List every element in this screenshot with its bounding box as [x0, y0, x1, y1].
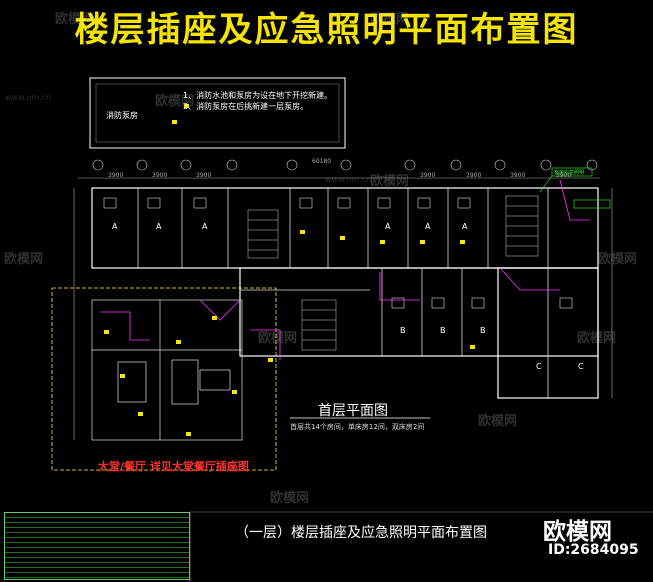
pump-room-outline — [89, 77, 346, 149]
bathroom-fixtures — [103, 197, 573, 309]
watermark-url-1: www.om.cn — [5, 93, 52, 102]
dimension-label-5: 3900 — [420, 172, 436, 179]
dimension-label-6: 3900 — [466, 172, 482, 179]
watermark-8: 欧模网 — [577, 331, 617, 346]
room-letter-10: C — [536, 362, 542, 371]
room-letter-2: A — [156, 222, 162, 231]
dimension-label-3: 3900 — [196, 172, 212, 179]
green-note-label: 客房应急照明 — [554, 170, 585, 176]
drawing-title: 楼层插座及应急照明平面布置图 — [74, 10, 579, 50]
watermark-10: 欧模网 — [270, 491, 310, 506]
legend-table — [4, 512, 190, 580]
model-id: ID:2684095 — [548, 542, 639, 558]
watermark-7: 欧模网 — [258, 331, 298, 346]
watermark-2: 欧模网 — [370, 12, 410, 27]
site-logo: 欧模网 — [543, 519, 612, 545]
building-walls — [91, 187, 599, 399]
watermark-6: 欧模网 — [598, 252, 638, 267]
watermark-1: 欧模网 — [55, 12, 95, 27]
watermark-url-2: www.om.cn — [325, 175, 372, 184]
room-letter-1: A — [112, 222, 118, 231]
room-letter-5: A — [425, 222, 431, 231]
dimension-label-1: 3900 — [108, 172, 124, 179]
pump-room-inner — [95, 83, 340, 143]
room-letter-3: A — [202, 222, 208, 231]
green-annotations — [539, 167, 611, 209]
room-letter-9: B — [480, 326, 486, 335]
design-notes: 1、消防水池和泵房为设在地下开挖新建。 2、消防泵房在后挑新建一层泵房。 — [183, 90, 332, 112]
lobby-dashed-region — [51, 287, 277, 471]
bottom-caption: （一层）楼层插座及应急照明平面布置图 — [235, 525, 487, 541]
lobby-interior — [91, 299, 243, 441]
plan-title: 首层平面图 — [318, 403, 388, 419]
room-letter-11: C — [578, 362, 584, 371]
room-letter-6: A — [462, 222, 468, 231]
dimension-label-4: 60180 — [312, 158, 332, 165]
dimension-label-7: 3900 — [510, 172, 526, 179]
note-line-1: 1、消防水池和泵房为设在地下开挖新建。 — [183, 91, 333, 100]
note-line-2: 2、消防泵房在后挑新建一层泵房。 — [183, 102, 309, 111]
watermark-5: 欧模网 — [4, 252, 44, 267]
watermark-9: 欧模网 — [478, 414, 518, 429]
stairs — [247, 195, 539, 351]
lobby-detail-note: 大堂/餐厅 详见大堂餐厅插座图 — [98, 460, 249, 473]
grid-bubbles — [92, 159, 598, 171]
yellow-device-symbols — [104, 104, 475, 436]
dimension-label-8: 3900 — [556, 172, 572, 179]
room-partitions — [137, 188, 549, 398]
magenta-wiring — [100, 179, 590, 360]
room-letter-7: B — [400, 326, 406, 335]
room-letter-4: A — [385, 222, 391, 231]
room-letter-8: B — [440, 326, 446, 335]
pump-room-label: 消防泵房 — [106, 111, 138, 120]
dimension-label-2: 3900 — [152, 172, 168, 179]
plan-subtitle: 首层共14个房间，单床房12间，双床房2间 — [290, 423, 425, 431]
